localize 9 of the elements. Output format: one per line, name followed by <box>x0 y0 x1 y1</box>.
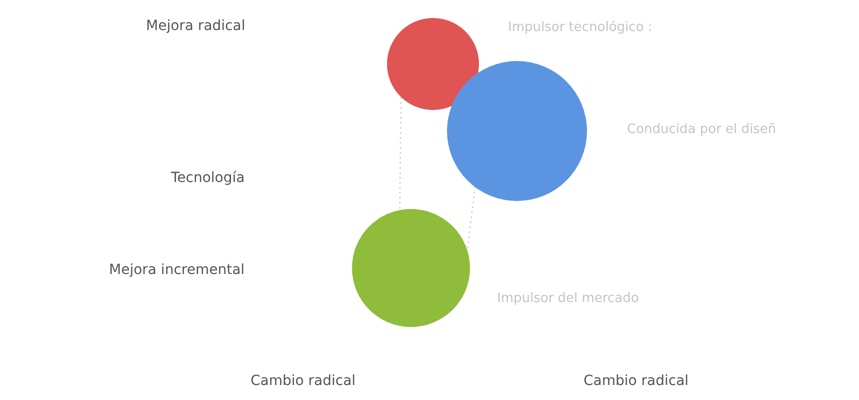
circle-label: Impulsor tecnológico : <box>508 20 652 35</box>
axis-label: Cambio radical <box>250 373 356 389</box>
axis-label: Mejora incremental <box>109 262 245 278</box>
axis-label: Cambio radical <box>584 373 689 389</box>
axis-label: Mejora radical <box>146 18 246 34</box>
circle-label: Impulsor del mercado <box>497 291 639 306</box>
dotted-line <box>399 97 402 210</box>
circle-label: Conducida por el diseñ <box>627 122 776 137</box>
axis-title: Tecnología <box>171 170 245 186</box>
